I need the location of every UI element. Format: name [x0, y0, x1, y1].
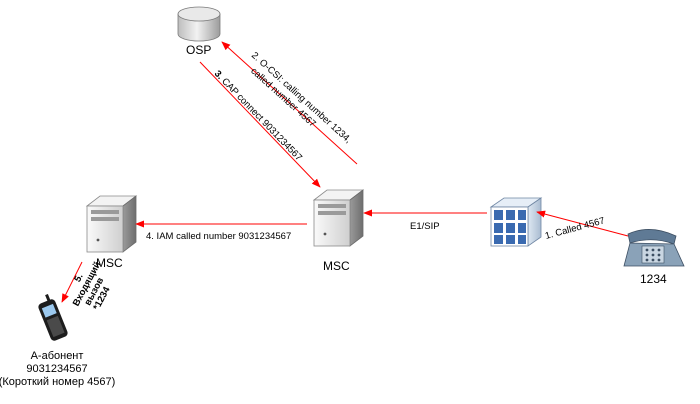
- msc-left-label: MSC: [96, 256, 123, 270]
- step1-label: 1. Called 4567: [544, 215, 606, 241]
- subscriber-short-number: (Короткий номер 4567): [0, 376, 115, 388]
- osp-label: OSP: [186, 43, 211, 57]
- database-icon: [177, 6, 221, 42]
- desk-phone-icon: [623, 229, 685, 267]
- server-tower-icon: [312, 189, 365, 247]
- mobile-phone-icon: [38, 294, 68, 341]
- phone-number-label: 1234: [640, 272, 667, 286]
- arrow-step1: [536, 210, 629, 237]
- step2-label-line1: 2. O-CSI: calling number 1234,: [249, 50, 353, 145]
- pbx-cabinet-icon: [489, 197, 543, 247]
- e1sip-label: E1/SIP: [410, 221, 440, 232]
- msc-center-label: MSC: [323, 259, 350, 273]
- subscriber-number: 9031234567: [26, 363, 87, 375]
- server-tower-icon: [85, 195, 138, 253]
- arrow-step2: [221, 41, 358, 165]
- arrow-step3: [199, 61, 321, 188]
- step4-label: 4. IAM called number 9031234567: [146, 231, 291, 242]
- arrow-step5: [61, 261, 83, 303]
- step2-label-group: 2. O-CSI: calling number 1234, called nu…: [248, 50, 353, 145]
- subscriber-name: А-абонент: [31, 350, 84, 362]
